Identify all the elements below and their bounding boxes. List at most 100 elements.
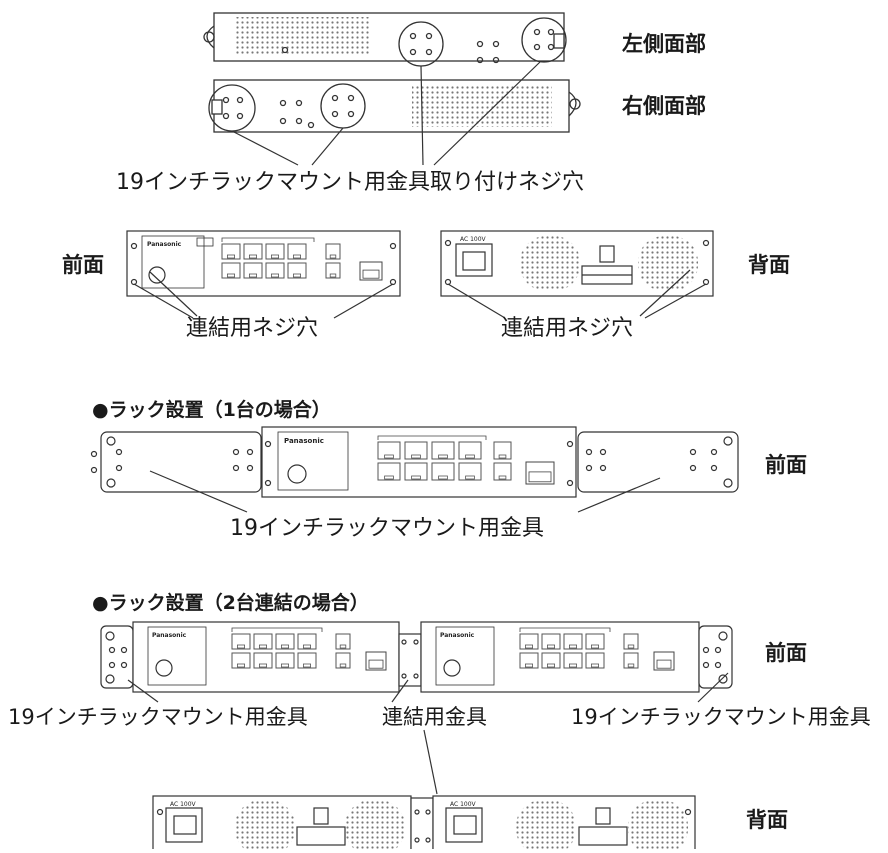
ethernet-port bbox=[585, 633, 605, 650]
port-latch bbox=[226, 254, 235, 259]
uplink-port-inner bbox=[362, 269, 380, 279]
ethernet-port bbox=[541, 633, 561, 650]
front-panel bbox=[126, 230, 401, 297]
port-latch bbox=[525, 663, 534, 668]
link-hole-back-label: 連結用ネジ穴 bbox=[501, 316, 634, 341]
ethernet-port bbox=[253, 652, 273, 669]
power-label: AC 100V bbox=[170, 801, 197, 808]
port-latch bbox=[411, 454, 421, 459]
port-latch bbox=[547, 663, 556, 668]
ethernet-port bbox=[431, 462, 455, 481]
uplink-port bbox=[525, 461, 555, 485]
port-latch bbox=[292, 273, 301, 278]
ethernet-port bbox=[265, 262, 285, 279]
port-latch bbox=[302, 644, 311, 649]
port-latch bbox=[547, 644, 556, 649]
uplink-port bbox=[365, 651, 387, 671]
ethernet-port bbox=[585, 652, 605, 669]
front-panel-ports bbox=[221, 237, 383, 281]
port-latch bbox=[339, 663, 347, 668]
bracket-double-leaders bbox=[127, 672, 729, 795]
ethernet-port bbox=[458, 462, 482, 481]
port-latch bbox=[438, 475, 448, 480]
port-latch bbox=[258, 663, 267, 668]
port-latch bbox=[498, 454, 507, 459]
port-latch bbox=[248, 254, 257, 259]
port-latch bbox=[258, 644, 267, 649]
port-latch bbox=[236, 644, 245, 649]
link-hole-leaders bbox=[133, 269, 707, 319]
port-latch bbox=[627, 663, 635, 668]
ethernet-port bbox=[493, 462, 512, 481]
port-latch bbox=[248, 273, 257, 278]
rack-single-ports bbox=[377, 435, 555, 485]
mount-holes-label: 19インチラックマウント用金具取り付けネジ穴 bbox=[116, 170, 584, 195]
ethernet-port bbox=[243, 262, 263, 279]
port-group-bracket bbox=[519, 627, 611, 632]
ethernet-port bbox=[519, 652, 539, 669]
bracket-right-label: 19インチラックマウント用金具 bbox=[571, 705, 871, 729]
bracket-single-label: 19インチラックマウント用金具 bbox=[230, 516, 544, 541]
uplink-port-inner bbox=[528, 471, 552, 483]
rack-double-assembly bbox=[100, 621, 733, 693]
port-latch bbox=[236, 663, 245, 668]
ethernet-port bbox=[275, 652, 295, 669]
left-side-label: 左側面部 bbox=[622, 32, 706, 56]
brand-label: Panasonic bbox=[147, 241, 182, 248]
port-latch bbox=[627, 644, 635, 649]
port-latch bbox=[465, 475, 475, 480]
port-latch bbox=[591, 663, 600, 668]
port-latch bbox=[270, 254, 279, 259]
port-latch bbox=[270, 273, 279, 278]
power-label: AC 100V bbox=[460, 236, 487, 243]
rear-double-assembly bbox=[152, 795, 696, 853]
port-latch bbox=[280, 644, 289, 649]
port-latch bbox=[280, 663, 289, 668]
ethernet-port bbox=[335, 633, 351, 650]
ethernet-port bbox=[404, 462, 428, 481]
port-latch bbox=[329, 273, 337, 278]
port-latch bbox=[465, 454, 475, 459]
ethernet-port bbox=[221, 243, 241, 260]
mount-hole-leaders bbox=[231, 61, 541, 166]
ethernet-port bbox=[519, 633, 539, 650]
port-group-bracket bbox=[221, 237, 315, 242]
bracket-left-label: 19インチラックマウント用金具 bbox=[8, 705, 308, 729]
ethernet-port bbox=[458, 441, 482, 460]
front-single-label: 前面 bbox=[765, 453, 807, 477]
ethernet-port bbox=[297, 652, 317, 669]
ethernet-port bbox=[431, 441, 455, 460]
ethernet-port bbox=[377, 462, 401, 481]
port-latch bbox=[292, 254, 301, 259]
ethernet-port bbox=[493, 441, 512, 460]
port-latch bbox=[591, 644, 600, 649]
uplink-port bbox=[359, 261, 383, 281]
right-side-panel bbox=[208, 79, 581, 133]
back-double-label: 背面 bbox=[746, 808, 788, 832]
ethernet-port bbox=[265, 243, 285, 260]
left-side-panel bbox=[203, 12, 567, 67]
port-latch bbox=[384, 475, 394, 480]
back-label: 背面 bbox=[748, 253, 790, 277]
ethernet-port bbox=[404, 441, 428, 460]
right-side-label: 右側面部 bbox=[622, 94, 706, 118]
ethernet-port bbox=[623, 633, 639, 650]
front-double-label: 前面 bbox=[765, 641, 807, 665]
ethernet-port bbox=[253, 633, 273, 650]
ethernet-port bbox=[221, 262, 241, 279]
brand-label: Panasonic bbox=[152, 632, 187, 639]
power-label: AC 100V bbox=[450, 801, 477, 808]
ethernet-port bbox=[275, 633, 295, 650]
ethernet-port bbox=[325, 262, 341, 279]
ethernet-port bbox=[541, 652, 561, 669]
port-latch bbox=[525, 644, 534, 649]
rack-single-assembly bbox=[90, 426, 739, 498]
bracket-single-leaders bbox=[149, 470, 661, 513]
ethernet-port bbox=[335, 652, 351, 669]
ethernet-port bbox=[563, 652, 583, 669]
port-latch bbox=[569, 663, 578, 668]
port-latch bbox=[339, 644, 347, 649]
port-latch bbox=[329, 254, 337, 259]
port-latch bbox=[384, 454, 394, 459]
